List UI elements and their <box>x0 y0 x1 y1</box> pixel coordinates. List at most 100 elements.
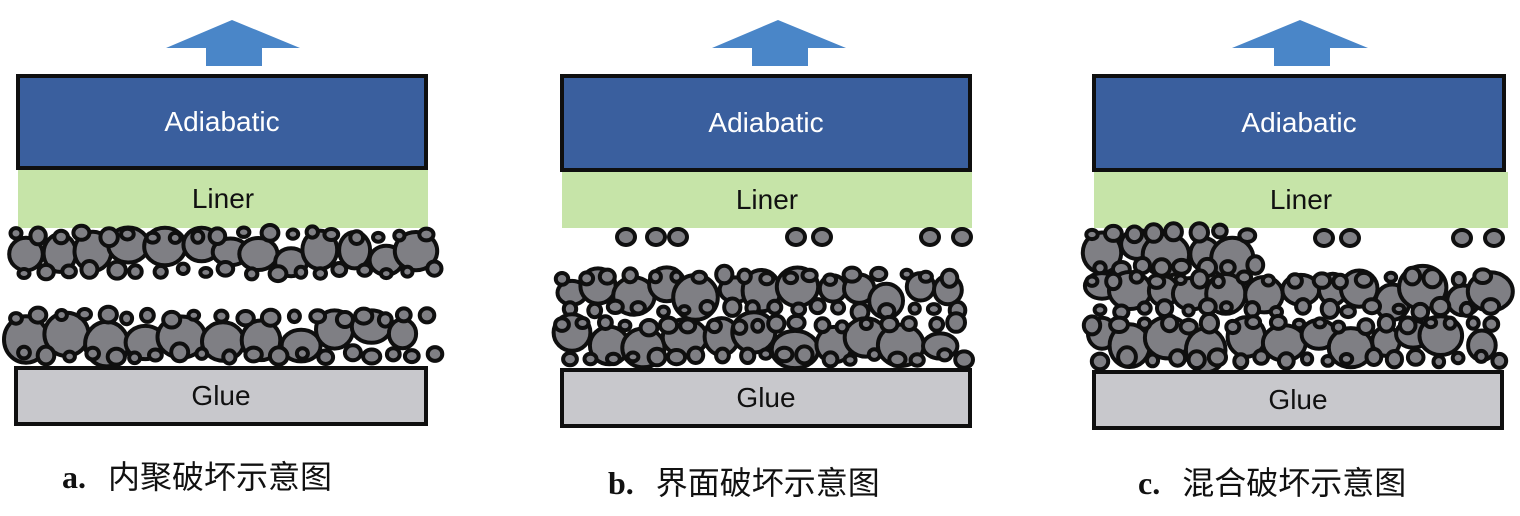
particle <box>376 311 394 329</box>
particle <box>127 350 143 366</box>
particle <box>97 304 119 325</box>
up-arrow-icon <box>712 20 846 66</box>
particle <box>790 301 808 318</box>
particle <box>645 227 667 247</box>
particle <box>236 225 252 239</box>
adiabatic-layer: Adiabatic <box>16 74 428 170</box>
caption: a.内聚破坏示意图 <box>62 452 332 498</box>
particle <box>119 226 136 242</box>
particle <box>127 263 144 280</box>
particle <box>1181 303 1196 318</box>
particle <box>1245 254 1266 276</box>
particle <box>1089 351 1111 372</box>
particle <box>267 345 290 367</box>
particle <box>348 229 366 247</box>
particle <box>615 227 637 247</box>
adiabatic-label: Adiabatic <box>1241 107 1357 138</box>
particle <box>147 347 164 363</box>
particle <box>625 350 641 364</box>
particle <box>553 316 571 333</box>
particle <box>1244 314 1263 331</box>
particle <box>1442 315 1458 331</box>
particle <box>425 345 445 363</box>
particle <box>879 314 900 334</box>
particle <box>1136 300 1153 316</box>
panel-cohesive-failure: Adiabatic Liner Glue a.内聚破坏示意图 <box>0 0 445 516</box>
particle <box>322 227 341 242</box>
particle <box>36 262 56 282</box>
particle <box>35 344 57 367</box>
particle <box>945 311 968 334</box>
particle <box>706 317 723 335</box>
particle <box>1219 259 1237 276</box>
particle <box>1171 257 1192 276</box>
particle <box>1361 297 1382 316</box>
particle <box>1163 221 1184 243</box>
particle <box>1450 350 1466 366</box>
particle-layer <box>551 227 976 371</box>
particle <box>750 317 766 334</box>
particle <box>678 317 698 335</box>
caption-letter: b. <box>608 465 634 501</box>
particle <box>402 348 421 365</box>
particle <box>766 313 787 334</box>
particle <box>312 266 328 281</box>
liner-label: Liner <box>1269 184 1333 215</box>
particle <box>1339 228 1361 248</box>
particle-layer <box>2 223 445 369</box>
particle <box>221 348 238 366</box>
particle <box>899 267 914 281</box>
particle <box>917 269 934 284</box>
particle <box>605 298 625 315</box>
particle <box>1186 349 1207 371</box>
particle <box>1353 270 1374 289</box>
particle <box>656 304 671 319</box>
particle <box>597 314 614 332</box>
particle <box>758 271 776 287</box>
particle <box>169 341 191 364</box>
particle <box>144 230 161 245</box>
particle <box>822 272 839 287</box>
particle <box>1188 221 1211 244</box>
particle <box>813 316 832 335</box>
particle <box>1237 227 1258 245</box>
particle <box>667 227 689 247</box>
particle <box>657 315 680 335</box>
particle <box>1136 316 1153 331</box>
particle <box>1319 297 1341 320</box>
particle <box>1286 272 1304 290</box>
particle <box>316 348 336 367</box>
particle <box>617 318 633 333</box>
particle <box>167 230 183 245</box>
particle <box>1300 351 1315 367</box>
particle <box>175 261 191 276</box>
particle <box>1312 316 1328 330</box>
particle <box>766 298 784 316</box>
particle <box>1235 269 1254 286</box>
particle <box>76 307 93 322</box>
particle <box>1313 228 1335 248</box>
liner-layer: Liner <box>18 170 428 228</box>
particle <box>1128 269 1145 285</box>
particle <box>1147 273 1167 290</box>
particle <box>830 299 847 316</box>
particle <box>1480 297 1502 316</box>
particle <box>1211 222 1229 240</box>
particle <box>152 263 169 280</box>
liner-label: Liner <box>191 183 255 214</box>
particle <box>1151 257 1173 278</box>
particle <box>939 267 960 289</box>
particle <box>106 259 128 281</box>
particle <box>379 267 394 281</box>
particle <box>582 351 599 367</box>
particle <box>8 226 24 241</box>
particle <box>259 223 281 243</box>
particle <box>597 267 617 286</box>
particle <box>1160 313 1180 334</box>
particle <box>304 224 320 240</box>
up-arrow-icon <box>166 20 300 66</box>
particle <box>371 230 386 244</box>
particle <box>417 306 437 325</box>
particle <box>244 266 260 282</box>
particle <box>394 306 413 324</box>
